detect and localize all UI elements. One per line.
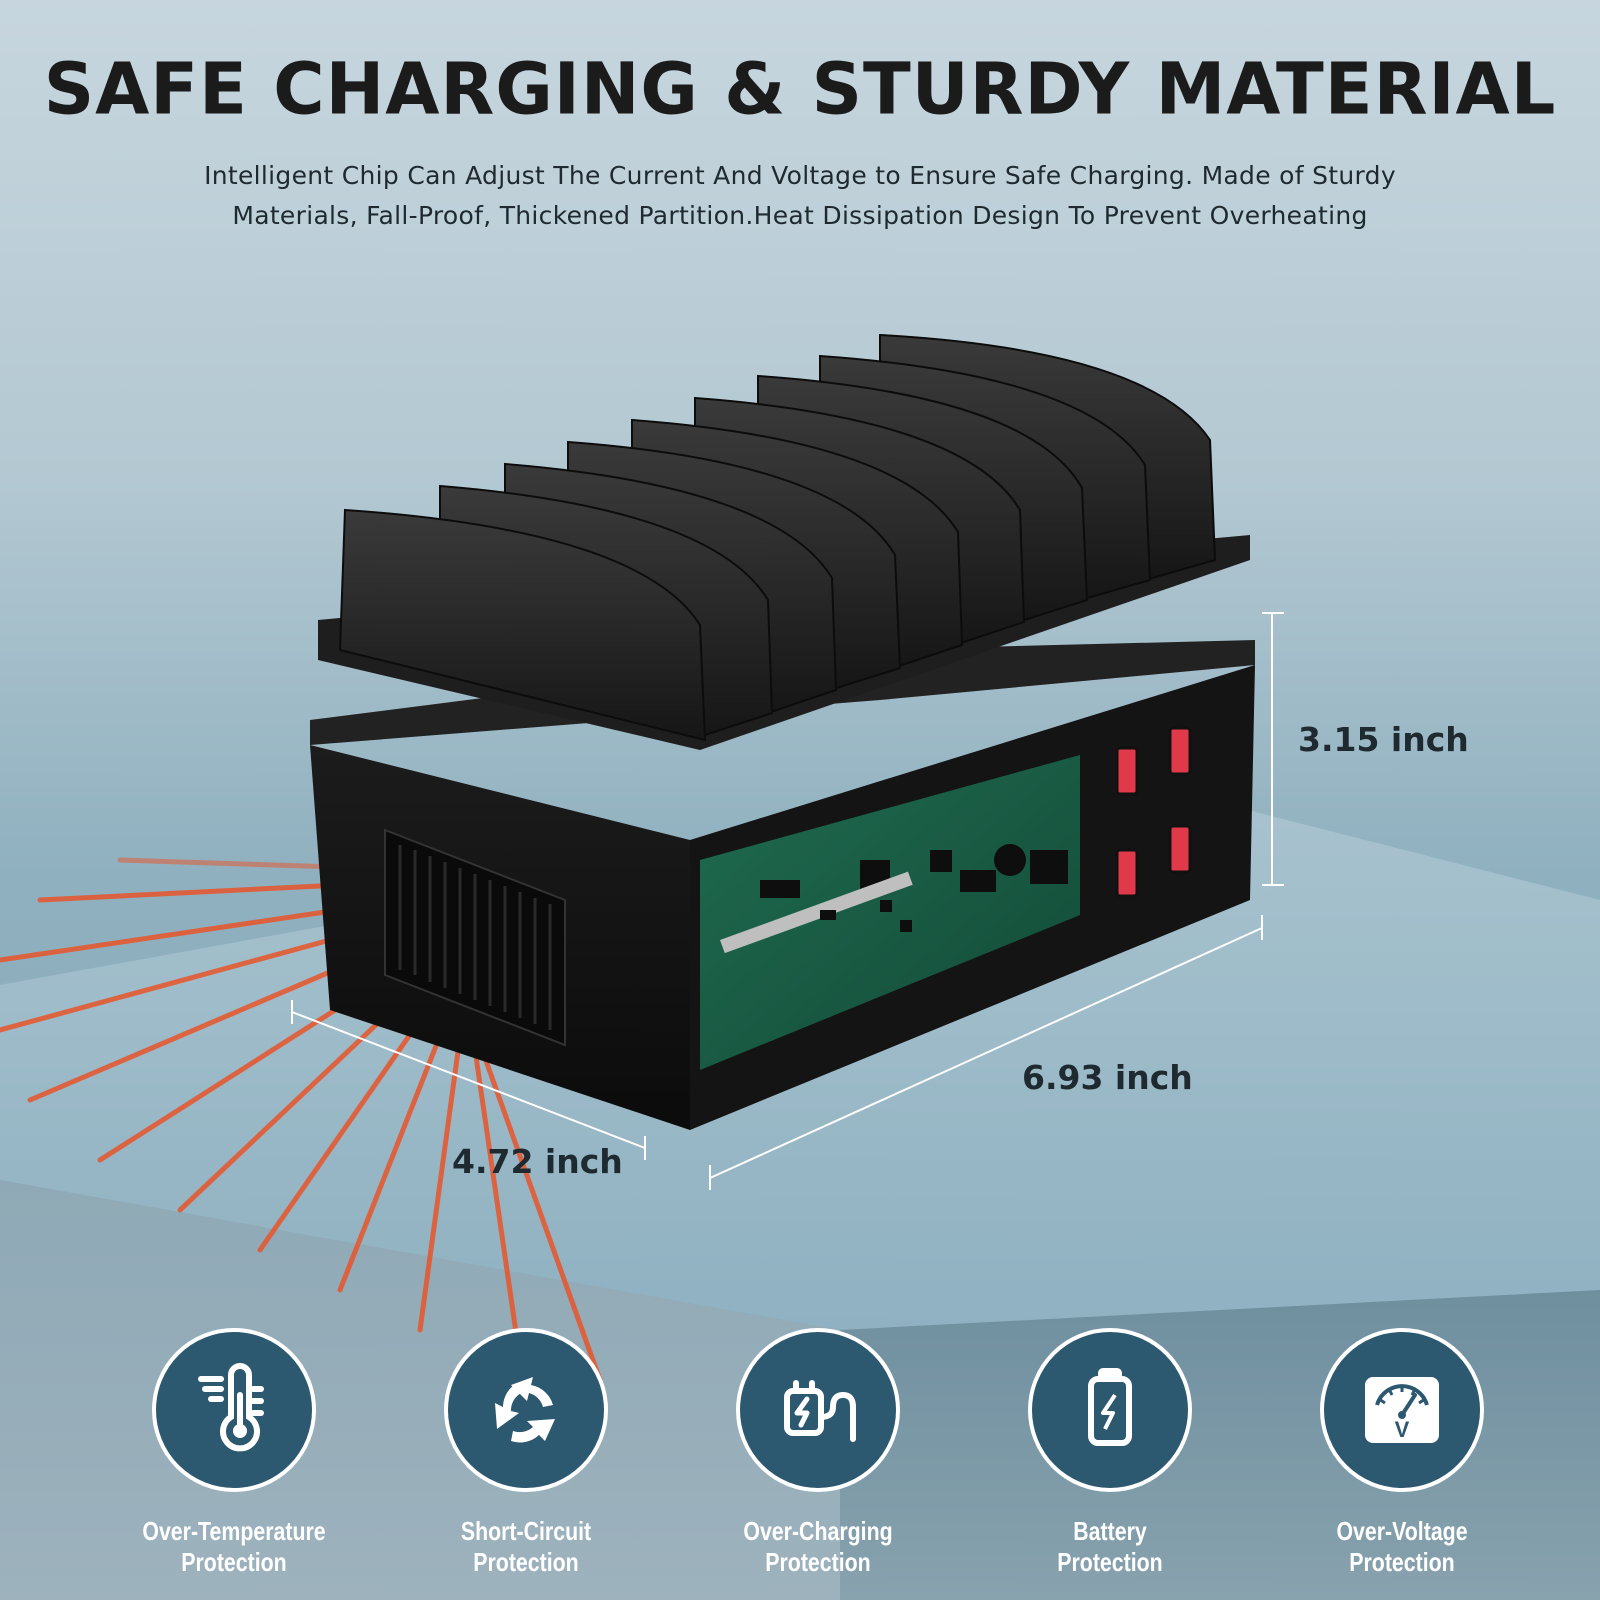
slotted-tray [318,333,1250,750]
subtitle-line: Intelligent Chip Can Adjust The Current … [204,161,1396,190]
feature-label: Battery Protection [1012,1516,1209,1578]
usb-port [1168,824,1192,874]
page-title: SAFE CHARGING & STURDY MATERIAL [43,47,1557,131]
thermometer-icon [152,1328,316,1492]
feature-label-line: Over-Charging [743,1516,893,1546]
feature-label-line: Over-Voltage [1336,1516,1468,1546]
pcb-components [719,844,1068,954]
charging-station-base [310,640,1255,1130]
length-dimension-line [709,927,1263,1179]
feature-label-line: Over-Temperature [142,1516,326,1546]
dimension-lines [291,612,1284,1190]
pcb-cutaway [700,755,1080,1070]
feature-label: Over-Voltage Protection [1304,1516,1501,1578]
height-dimension-label: 3.15 inch [1298,720,1469,759]
usb-port [1168,726,1192,776]
protection-features: Over-Temperature Protection Short-Circui… [0,1328,1600,1588]
usb-port [1115,746,1139,796]
feature-label-line: Short-Circuit [460,1516,592,1546]
heat-rays [0,857,603,1383]
battery-bolt-icon [1028,1328,1192,1492]
length-dimension-label: 6.93 inch [1022,1058,1193,1097]
feature-label: Over-Charging Protection [720,1516,917,1578]
pedestal-left-face [0,1180,840,1600]
recycle-arrows-icon [444,1328,608,1492]
feature-label: Short-Circuit Protection [428,1516,625,1578]
page-subtitle: Intelligent Chip Can Adjust The Current … [180,156,1420,236]
feature-battery: Battery Protection [990,1328,1230,1578]
feature-over-charging: Over-Charging Protection [698,1328,938,1578]
feature-short-circuit: Short-Circuit Protection [406,1328,646,1578]
voltmeter-icon: V [1320,1328,1484,1492]
feature-label-line: Protection [1349,1547,1455,1577]
feature-label-line: Protection [181,1547,287,1577]
feature-label-line: Protection [1057,1547,1163,1577]
width-dimension-line [291,1011,646,1149]
vent-grill [384,828,566,1047]
subtitle-line: Materials, Fall-Proof, Thickened Partiti… [232,201,1368,230]
svg-text:V: V [1395,1417,1410,1442]
charger-plug-icon [736,1328,900,1492]
feature-over-voltage: V Over-Voltage Protection [1282,1328,1522,1578]
tray-dividers [338,333,1217,742]
feature-label: Over-Temperature Protection [136,1516,333,1578]
usb-ports [1115,726,1192,898]
feature-over-temperature: Over-Temperature Protection [114,1328,354,1578]
feature-label-line: Protection [473,1547,579,1577]
width-dimension-label: 4.72 inch [452,1142,623,1181]
feature-label-line: Battery [1073,1516,1147,1546]
feature-label-line: Protection [765,1547,871,1577]
usb-port [1115,848,1139,898]
